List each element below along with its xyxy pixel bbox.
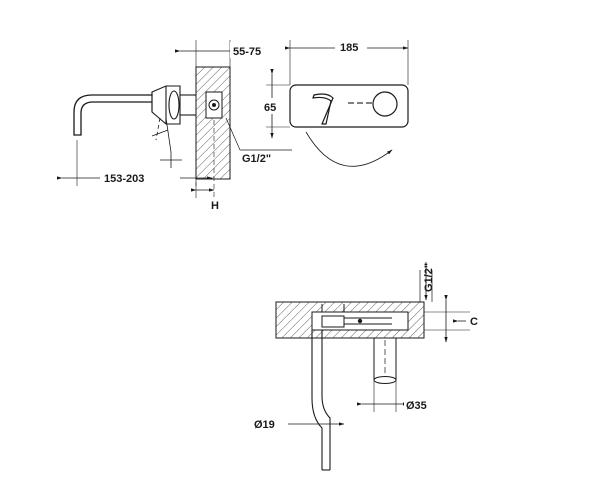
dim-body-diameter: Ø35 (356, 380, 442, 412)
control-knob (372, 91, 398, 117)
spout-body (151, 85, 196, 125)
dim-plate-height: 65 (262, 68, 290, 139)
cover-plate (289, 84, 409, 128)
wall-hatch (195, 66, 231, 180)
callout-inlet-thread-upper-label: G1/2" (242, 153, 271, 165)
dim-plate-width-label: 185 (340, 42, 358, 54)
plan-section-view: G1/2" C Ø35 Ø19 (252, 262, 478, 471)
leader-curve-to-knob (305, 131, 393, 167)
dim-wall-depth-label: 55-75 (233, 46, 261, 58)
dim-wall-depth: 55-75 (174, 40, 276, 67)
callout-inlet-thread-upper: G1/2" (225, 117, 292, 165)
front-elevation-view: 185 65 (262, 38, 409, 167)
label-h: H (211, 200, 219, 212)
spout-outline (73, 94, 153, 136)
side-section-view: 55-75 153-203 H G1/2" (56, 40, 292, 212)
dim-wall-thickness-small: H (190, 120, 219, 212)
label-c: C (470, 316, 478, 328)
mixer-body-section (311, 304, 409, 331)
dim-spout-diameter: Ø19 (252, 415, 345, 431)
dim-c: C (424, 294, 478, 343)
dim-spout-projection: 153-203 (56, 140, 213, 186)
body-cylinder (373, 337, 397, 384)
dim-body-diameter-label: Ø35 (406, 400, 427, 412)
spout-tube (311, 330, 331, 471)
fitting-detail-lines (151, 117, 182, 172)
dim-spout-projection-label: 153-203 (104, 173, 144, 185)
lever-handle (312, 93, 334, 125)
dim-plate-height-label: 65 (264, 102, 276, 114)
callout-inlet-thread-lower: G1/2" (419, 262, 435, 302)
callout-inlet-thread-lower-label: G1/2" (423, 263, 435, 292)
dim-plate-width: 185 (284, 38, 409, 85)
dim-spout-diameter-label: Ø19 (254, 419, 275, 431)
valve-body (205, 91, 223, 119)
